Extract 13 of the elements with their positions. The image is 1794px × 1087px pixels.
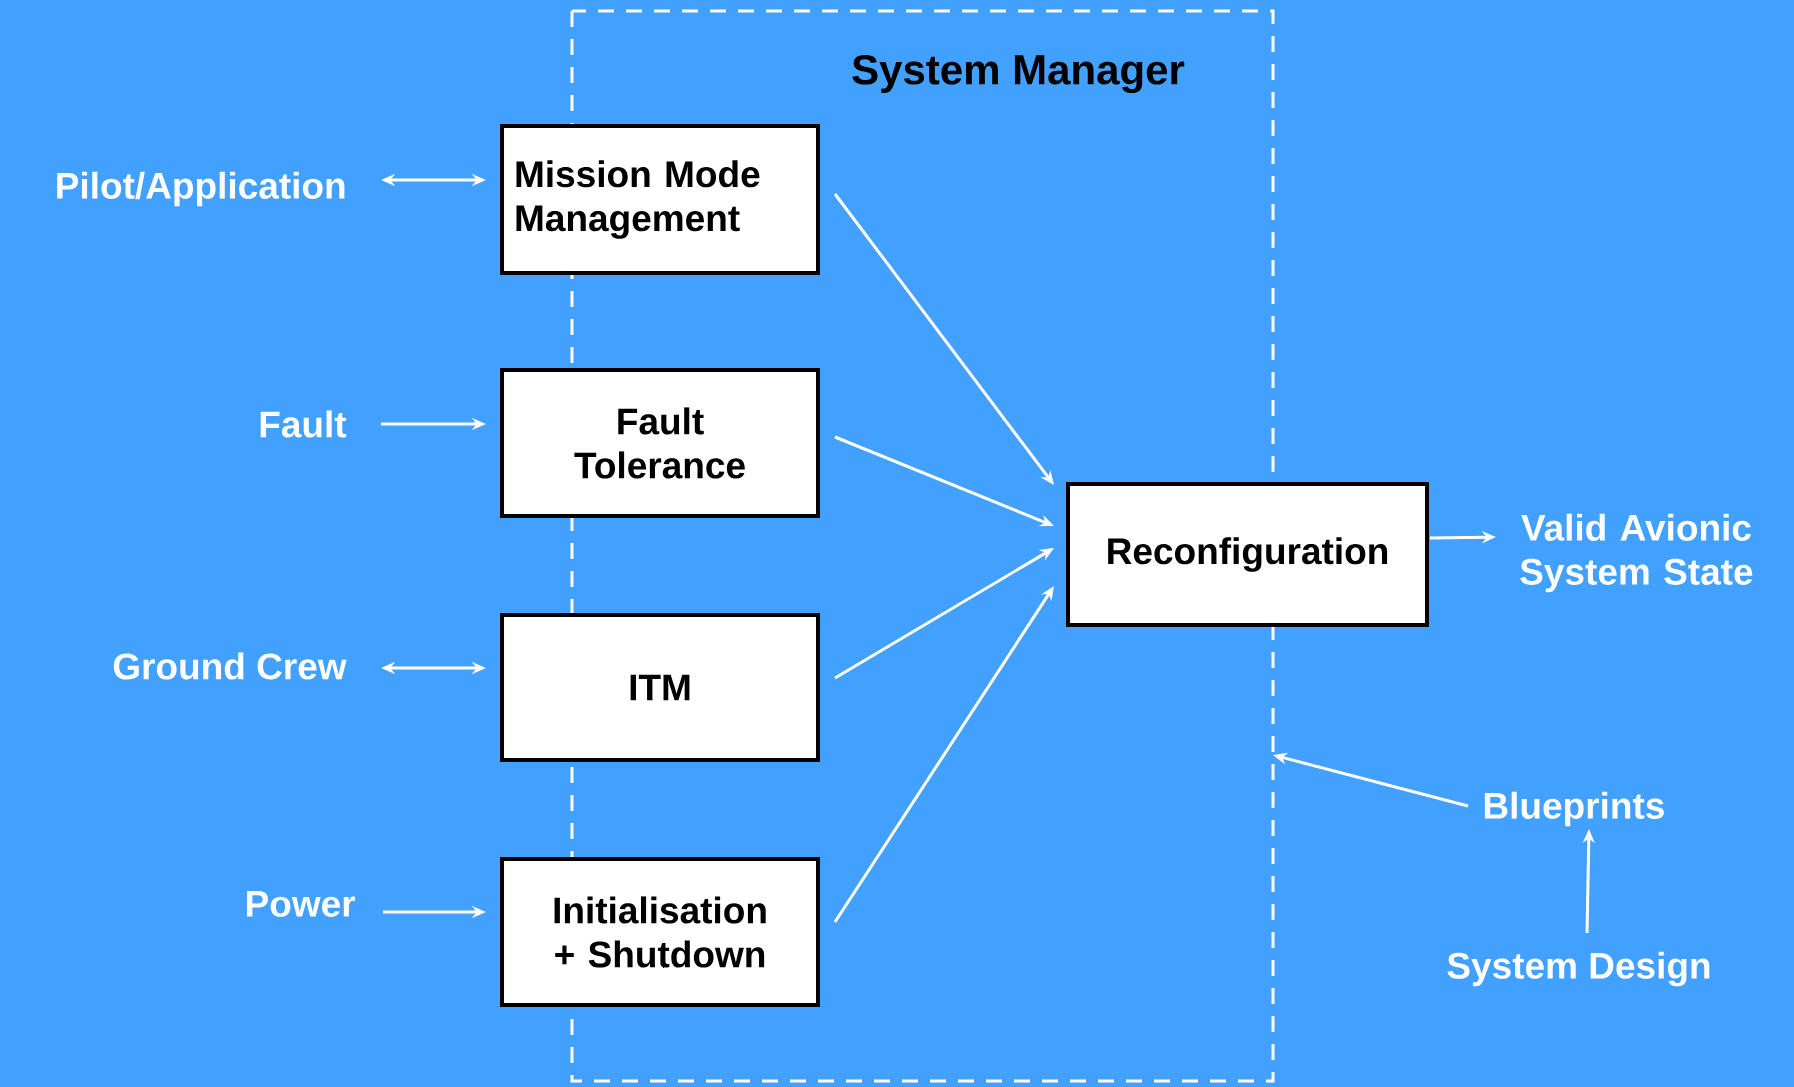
process-box: ITM — [500, 613, 820, 762]
input-label: System Design — [1447, 951, 1710, 987]
input-label: Blueprints — [1484, 791, 1664, 827]
input-label: Ground Crew — [113, 652, 347, 680]
process-box: Initialisation + Shutdown — [500, 857, 820, 1007]
process-box: Mission Mode Management — [500, 124, 820, 275]
input-label: Pilot/Application — [57, 171, 345, 207]
process-box: Fault Tolerance — [500, 368, 820, 518]
process-box: Reconfiguration — [1066, 482, 1429, 627]
boundary-title: System Manager — [852, 54, 1185, 94]
output-label: Valid Avionic System State — [1520, 513, 1753, 593]
input-label: Fault — [260, 410, 347, 438]
input-label: Power — [247, 891, 356, 917]
